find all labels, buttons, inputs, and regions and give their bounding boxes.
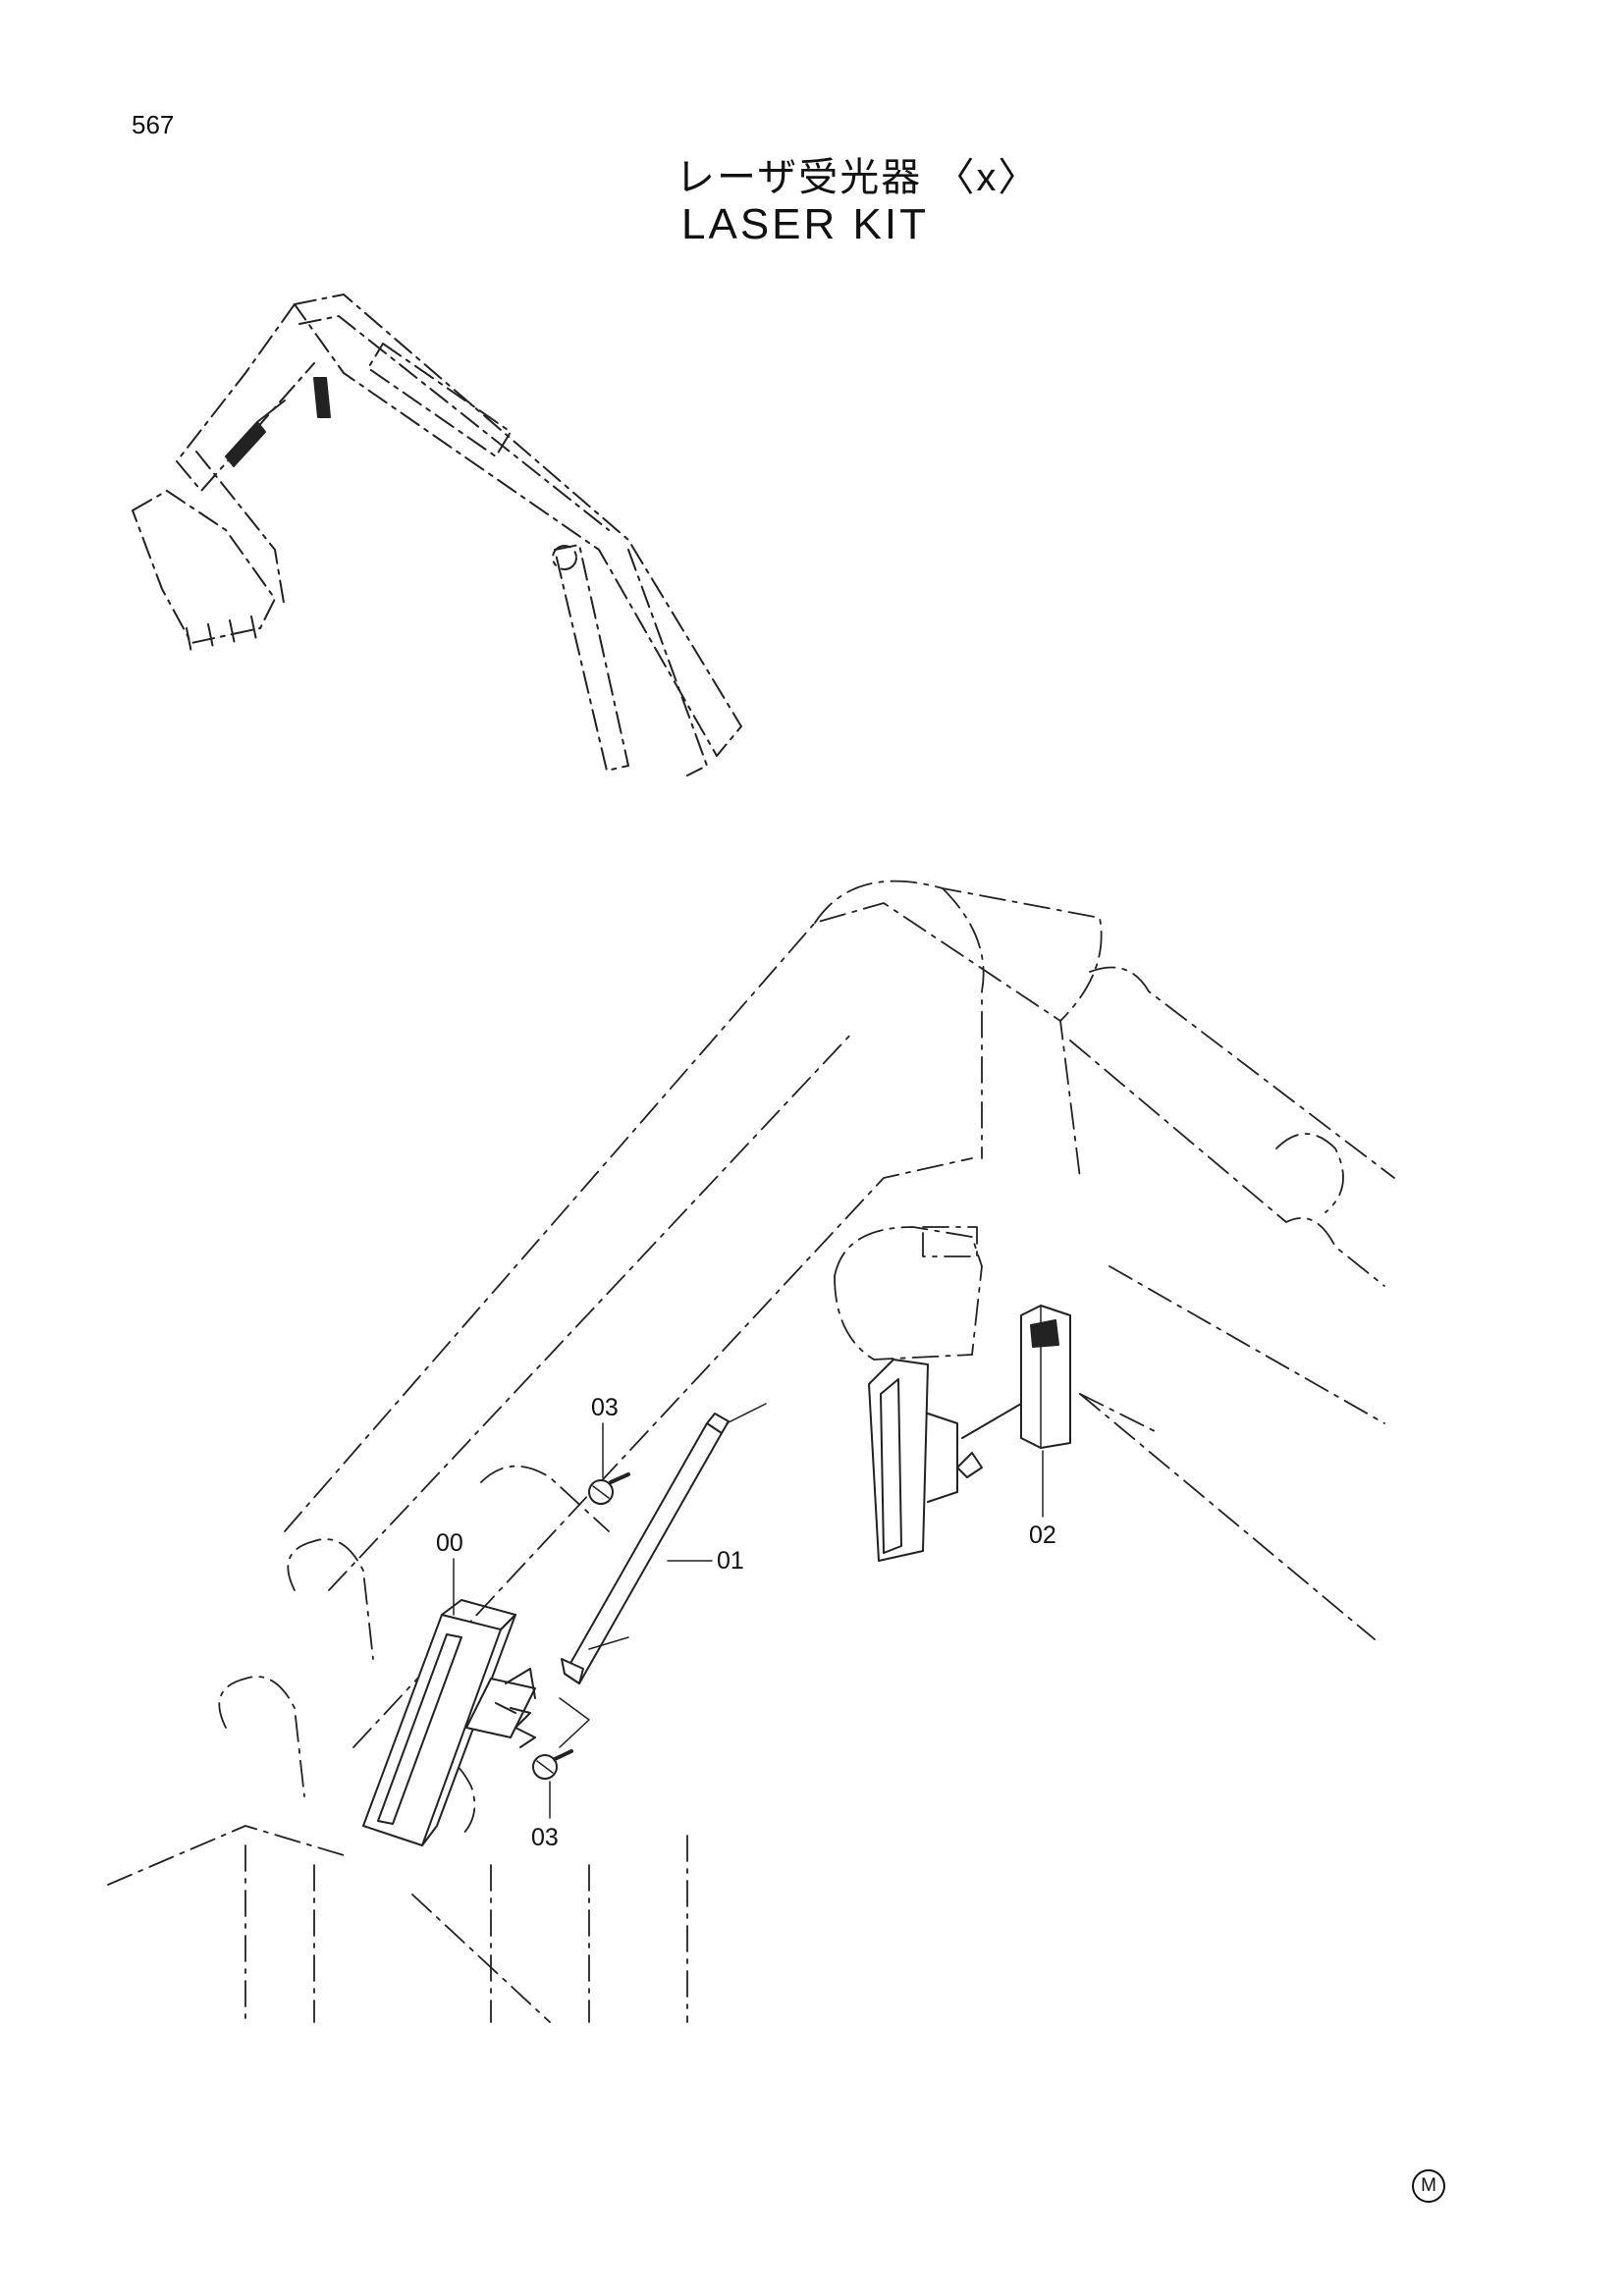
overview-excavator xyxy=(132,294,742,776)
overview-receiver xyxy=(225,377,331,467)
rod-01-body xyxy=(564,1422,723,1684)
receiver-02-link-line xyxy=(961,1403,1022,1439)
trademark-badge: M xyxy=(1412,2169,1445,2203)
receiver-00-clamp-detail xyxy=(495,1668,536,1714)
leader-bracket-lines xyxy=(559,1697,590,1748)
overview-arm-cylinder xyxy=(554,544,629,772)
title-english: LASER KIT xyxy=(681,200,929,248)
callout-00: 00 xyxy=(436,1529,463,1557)
bolt-upper-shank xyxy=(609,1472,630,1484)
bolt-upper-head-mark xyxy=(592,1485,610,1499)
detail-arm-mid-edge xyxy=(328,1030,855,1591)
detail-link-pin-lower xyxy=(218,1676,305,1797)
detail-link-plate xyxy=(107,1825,345,1886)
receiver-00-knob xyxy=(510,1707,536,1748)
receiver-02-unit-window xyxy=(1030,1319,1059,1348)
receiver-00-clamp xyxy=(465,1678,536,1738)
callout-03-upper: 03 xyxy=(591,1394,619,1421)
detail-arm-upper-edge xyxy=(284,902,1081,1532)
overview-receiver-rod xyxy=(256,400,286,423)
detail-link-pin-left xyxy=(287,1538,374,1660)
overview-arm xyxy=(176,303,315,492)
receiver-02-clamp xyxy=(927,1413,958,1503)
detail-arm-lower-edge xyxy=(352,1157,973,1748)
part-03-bolt-lower xyxy=(532,1749,573,1780)
bolt-lower-head-mark xyxy=(536,1760,554,1774)
detail-boom-bottom xyxy=(1079,1393,1376,1640)
detail-lower-cylinder xyxy=(480,1465,610,1532)
overview-bucket-teeth xyxy=(186,615,257,654)
callout-03-lower: 03 xyxy=(531,1824,559,1851)
rod-01-upper-leader xyxy=(726,1403,767,1424)
overview-boom xyxy=(294,294,742,757)
detail-bracket-front xyxy=(834,1275,973,1361)
receiver-02-window xyxy=(880,1378,902,1554)
bolt-lower-shank xyxy=(553,1749,573,1761)
part-01-rod xyxy=(561,1403,767,1684)
overview-arm-lower xyxy=(195,451,286,610)
rod-01-bottom-tab xyxy=(561,1658,584,1684)
detail-arm-head xyxy=(814,880,1103,1022)
overview-boom-edge xyxy=(298,315,610,531)
detail-cylinder-upper xyxy=(1089,966,1395,1179)
detail-bracket-top xyxy=(834,1226,983,1356)
overview-receiver-body xyxy=(225,421,266,467)
detail-arm-head-side xyxy=(942,887,985,1159)
overview-bucket xyxy=(132,490,276,644)
part-00-receiver xyxy=(362,1599,536,1846)
overview-lower-link xyxy=(627,549,708,776)
callout-02: 02 xyxy=(1029,1522,1056,1549)
part-03-bolt-upper xyxy=(588,1472,630,1505)
detail-bucket-diagonal xyxy=(411,1894,551,2023)
detail-boom-top xyxy=(1109,1265,1385,1424)
detail-bracket-tab xyxy=(922,1226,978,1257)
title-japanese: レーザ受光器 〈x〉 xyxy=(676,156,1040,199)
detail-machine-outline xyxy=(107,880,1395,2023)
detail-cylinder-lower xyxy=(1069,1040,1385,1287)
overview-pin xyxy=(552,545,577,570)
receiver-02-knob xyxy=(956,1452,983,1478)
page-number: 567 xyxy=(132,110,175,139)
receiver-00-window xyxy=(377,1633,462,1825)
rod-01-lower-leader xyxy=(588,1636,629,1650)
overview-receiver-mount xyxy=(313,377,331,418)
detail-bucket-sides xyxy=(244,1835,688,2023)
detail-cylinder-eye xyxy=(1275,1133,1344,1213)
callout-01: 01 xyxy=(717,1547,744,1575)
rod-01-top-tab xyxy=(706,1413,730,1434)
part-02-receiver xyxy=(868,1305,1071,1562)
leader-lines xyxy=(453,1422,1044,1819)
detail-boom-step xyxy=(1079,1393,1160,1434)
